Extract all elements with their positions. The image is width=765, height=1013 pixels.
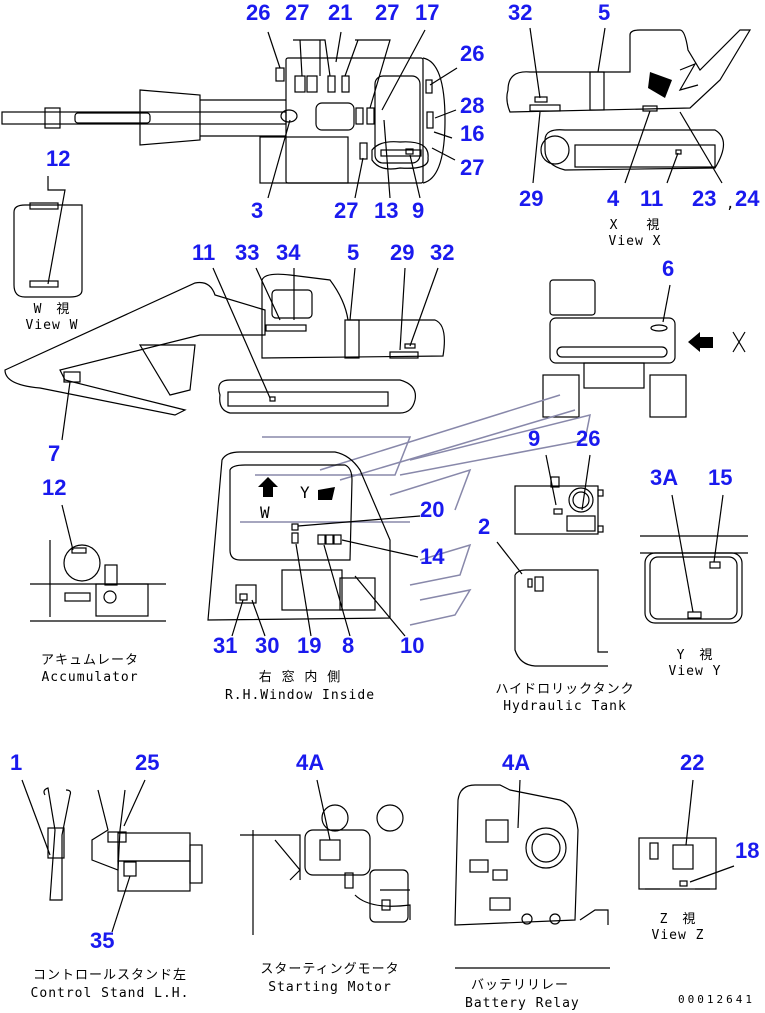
callout-32: 32 [508, 0, 533, 25]
callout-28: 28 [460, 93, 485, 118]
accumulator-caption-jp: アキュムレータ [40, 653, 139, 668]
callout-2: 2 [478, 514, 491, 539]
battery-relay-caption-en: Battery Relay [465, 996, 580, 1011]
callout-27: 27 [334, 198, 359, 223]
callout-3a: 3A [650, 465, 679, 490]
callout-7: 7 [48, 441, 61, 466]
callout-21: 21 [328, 0, 353, 25]
callout-14: 14 [420, 544, 445, 569]
front-view-drawing [542, 279, 746, 418]
window-letter-y: Y [300, 483, 311, 502]
starting-motor-drawing [240, 779, 411, 935]
callout-5: 5 [598, 0, 611, 25]
callout-27: 27 [460, 155, 485, 180]
hydraulic-tank-caption-jp: ハイドロリックタンク [495, 682, 635, 697]
callout-6: 6 [662, 256, 675, 281]
starting-motor-caption-jp: スターティングモータ [260, 962, 400, 977]
window-caption-jp: 右 窓 内 側 [258, 670, 342, 685]
accumulator-caption-en: Accumulator [41, 670, 139, 685]
window-letter-w: W [260, 503, 271, 522]
callout-1: 1 [10, 750, 23, 775]
view-z-drawing [638, 779, 735, 890]
view-y-caption-jp: Y 視 [676, 648, 714, 663]
battery-relay-drawing [454, 779, 610, 969]
top-view-drawing [1, 57, 446, 184]
callout-10: 10 [400, 633, 425, 658]
callout-30: 30 [255, 633, 280, 658]
window-caption-en: R.H.Window Inside [224, 688, 376, 703]
callout-9: 9 [528, 426, 541, 451]
battery-relay-caption-jp: バッテリリレー [470, 978, 569, 993]
drawing-code: 00012641 [678, 993, 755, 1006]
view-x-drawing [506, 27, 752, 184]
hydraulic-tank-caption-en: Hydraulic Tank [503, 699, 627, 714]
callout-16: 16 [460, 121, 485, 146]
callout-27: 27 [285, 0, 310, 25]
callout-20: 20 [420, 497, 445, 522]
callout-33: 33 [235, 240, 260, 265]
view-y-drawing [640, 494, 748, 624]
callout-26: 26 [460, 41, 485, 66]
callout-12: 12 [42, 475, 67, 500]
callout-4a: 4A [296, 750, 325, 775]
view-z-caption-jp: Z 視 [659, 912, 697, 927]
starting-motor-caption-en: Starting Motor [268, 980, 392, 995]
callout-32: 32 [430, 240, 455, 265]
window-drawing [207, 451, 421, 637]
callout-19: 19 [297, 633, 322, 658]
view-w-caption-en: View W [25, 318, 79, 333]
callout-26: 26 [576, 426, 601, 451]
callout-15: 15 [708, 465, 733, 490]
top-view-leaders [267, 29, 458, 199]
callout-11: 11 [192, 240, 216, 265]
view-x-caption-en: View X [608, 234, 662, 249]
control-stand-drawing [21, 779, 203, 933]
callout-25: 25 [135, 750, 160, 775]
callout-18: 18 [735, 838, 760, 863]
accumulator-drawing [30, 504, 166, 622]
callout-35: 35 [90, 928, 115, 953]
callout-9: 9 [412, 198, 425, 223]
control-stand-caption-en: Control Stand L.H. [30, 986, 190, 1001]
callout-29: 29 [519, 186, 544, 211]
callout-29: 29 [390, 240, 415, 265]
side-view-drawing [4, 267, 445, 441]
callout-12: 12 [46, 146, 71, 171]
control-stand-caption-jp: コントロールスタンド左 [32, 968, 187, 983]
callout-3: 3 [251, 198, 264, 223]
callout-4: 4 [607, 186, 620, 211]
callout-13: 13 [374, 198, 399, 223]
callout-24: 24 [735, 186, 760, 211]
view-w-drawing [13, 176, 83, 298]
view-x-caption-jp: X 視 [609, 218, 661, 233]
callout-comma: , [726, 196, 736, 212]
view-w-caption-jp: W 視 [33, 302, 71, 317]
view-z-caption-en: View Z [651, 928, 705, 943]
view-y-caption-en: View Y [668, 664, 722, 679]
callout-26: 26 [246, 0, 271, 25]
callout-27: 27 [375, 0, 400, 25]
callout-17: 17 [415, 0, 440, 25]
callout-34: 34 [276, 240, 301, 265]
callout-31: 31 [213, 633, 238, 658]
callout-23: 23 [692, 186, 717, 211]
callout-8: 8 [342, 633, 355, 658]
callout-22: 22 [680, 750, 705, 775]
hydraulic-tank-drawing [496, 454, 608, 667]
callout-11: 11 [640, 186, 664, 211]
callout-4a: 4A [502, 750, 531, 775]
callout-5: 5 [347, 240, 360, 265]
